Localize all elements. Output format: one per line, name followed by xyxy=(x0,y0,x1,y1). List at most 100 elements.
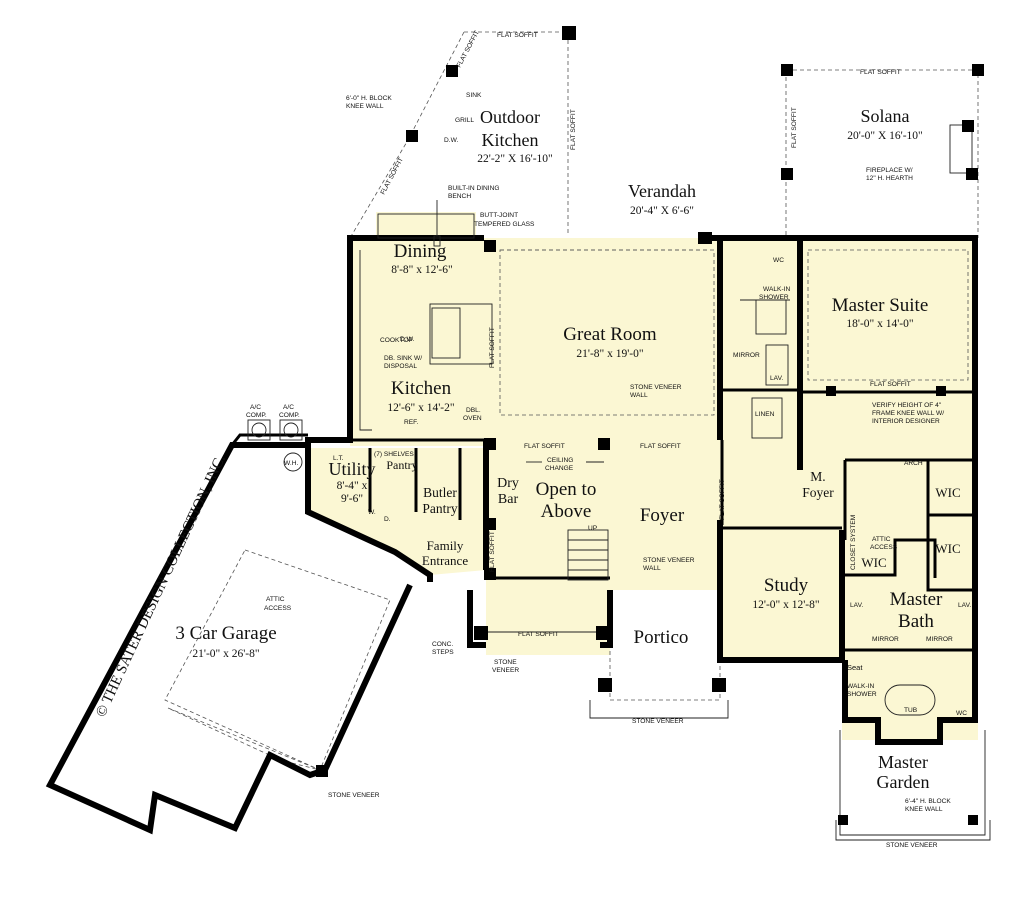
note-arch: ARCH xyxy=(904,460,923,467)
note-fireplace-1: FIREPLACE W/ xyxy=(866,167,913,174)
note-knee-wall-2: KNEE WALL xyxy=(346,103,384,110)
foyer-title: Foyer xyxy=(640,505,685,526)
note-knee-64-1: 6'-4" H. BLOCK xyxy=(905,798,951,805)
solana-label: Solana 20'-0" X 16'-10" xyxy=(847,106,923,142)
note-mirror-3: MIRROR xyxy=(926,636,953,643)
note-attic-2: ACCESS xyxy=(870,544,898,551)
dry-bar-label: Dry Bar xyxy=(497,476,519,507)
note-attic-1: ATTIC xyxy=(872,536,891,543)
note-db-sink-1: DB. SINK W/ xyxy=(384,355,422,362)
study-title: Study xyxy=(764,575,809,596)
note-attic-3: ATTIC xyxy=(266,596,285,603)
note-linen: LINEN xyxy=(755,411,775,418)
note-ref: REF. xyxy=(404,419,418,426)
note-ac-2: COMP. xyxy=(246,412,267,419)
note-fireplace-2: 12" H. HEARTH xyxy=(866,175,913,182)
garage-dim: 21'-0" x 26'-8" xyxy=(192,648,259,660)
note-flat-soffit-7: FLAT SOFFIT xyxy=(456,30,481,69)
note-knee-64-2: KNEE WALL xyxy=(905,806,943,813)
note-flat-soffit-6: FLAT SOFFIT xyxy=(518,631,559,638)
study-dim: 12'-0" x 12'-8" xyxy=(752,599,819,611)
note-shower-2: SHOWER xyxy=(759,294,789,301)
note-db-sink-2: DISPOSAL xyxy=(384,363,417,370)
utility-title: Utility xyxy=(328,459,375,479)
notes: FLAT SOFFIT FLAT SOFFIT FLAT SOFFIT FLAT… xyxy=(246,30,971,849)
wic-3: WIC xyxy=(861,555,886,570)
dining-label: Dining 8'-8" x 12'-6" xyxy=(391,241,452,276)
master-garden-label: Master Garden xyxy=(877,752,930,792)
note-attic-4: ACCESS xyxy=(264,605,292,612)
great-room-dim: 21'-8" x 19'-0" xyxy=(576,348,643,360)
note-flat-soffit-2: FLAT SOFFIT xyxy=(860,69,901,76)
note-knee-wall-1: 6'-0" H. BLOCK xyxy=(346,95,392,102)
great-room-title: Great Room xyxy=(563,324,657,345)
note-bench-2: BENCH xyxy=(448,193,471,200)
note-wh: W.H. xyxy=(284,460,298,467)
family-entrance-2: Entrance xyxy=(422,553,468,568)
note-shower-3: WALK-IN xyxy=(847,683,874,690)
note-flat-soffit-13: FLAT SOFFIT xyxy=(719,479,726,520)
butler-pantry-title-1: Butler xyxy=(423,485,457,500)
note-bench-1: BUILT-IN DINING xyxy=(448,185,500,192)
outdoor-kitchen-title-1: Outdoor xyxy=(480,107,540,127)
note-mirror-1: MIRROR xyxy=(733,352,760,359)
note-shower-1: WALK-IN xyxy=(763,286,790,293)
kitchen-dim: 12'-6" x 14'-2" xyxy=(387,402,454,414)
master-suite-label: Master Suite 18'-0" x 14'-0" xyxy=(832,295,929,330)
master-bath-2: Bath xyxy=(898,611,934,632)
note-flat-soffit-3: FLAT SOFFIT xyxy=(870,381,911,388)
master-bath-1: Master xyxy=(890,589,943,610)
garage-title: 3 Car Garage xyxy=(175,623,276,644)
family-entrance-label: Family Entrance xyxy=(422,538,468,568)
note-stone-wall-1: STONE VENEER xyxy=(630,384,682,391)
note-lav-2: LAV. xyxy=(850,602,863,609)
note-dw: D.W. xyxy=(444,137,458,144)
master-garden-1: Master xyxy=(878,752,928,772)
open-to-above-label: Open to Above xyxy=(536,479,597,522)
dry-bar-title-2: Bar xyxy=(498,492,519,507)
study-label: Study 12'-0" x 12'-8" xyxy=(752,575,819,611)
note-dbl-oven-2: OVEN xyxy=(463,415,482,422)
note-ac-3: A/C xyxy=(283,404,294,411)
dining-title: Dining xyxy=(394,241,447,262)
note-conc-2: STEPS xyxy=(432,649,454,656)
note-mirror-2: MIRROR xyxy=(872,636,899,643)
note-flat-soffit-11: FLAT SOFFIT xyxy=(489,327,496,368)
open-to-above-1: Open to xyxy=(536,479,597,500)
note-tub: TUB xyxy=(904,707,918,714)
note-ac-4: COMP. xyxy=(279,412,300,419)
note-verify-2: FRAME KNEE WALL W/ xyxy=(872,410,944,417)
m-foyer-1: M. xyxy=(810,469,825,484)
portico-title: Portico xyxy=(634,627,689,648)
house-walls xyxy=(305,124,978,745)
note-flat-soffit-4: FLAT SOFFIT xyxy=(524,443,565,450)
utility-dim-1: 8'-4" x xyxy=(337,480,368,492)
note-closet-system: CLOSET SYSTEM xyxy=(850,515,857,570)
note-sink: SINK xyxy=(466,92,482,99)
dry-bar-title-1: Dry xyxy=(497,476,519,491)
note-stone-wall-4: WALL xyxy=(643,565,661,572)
family-entrance-1: Family xyxy=(427,538,464,553)
note-conc-1: CONC. xyxy=(432,641,453,648)
note-kitchen-dw: D.W. xyxy=(400,336,414,343)
verandah-label: Verandah 20'-4" X 6'-6" xyxy=(628,181,696,217)
utility-label: Utility 8'-4" x 9'-6" xyxy=(328,459,375,505)
note-grill: GRILL xyxy=(455,117,474,124)
verandah-dim: 20'-4" X 6'-6" xyxy=(630,205,694,217)
note-butt-joint-2: TEMPERED GLASS xyxy=(474,221,535,228)
pantry-title: Pantry xyxy=(386,458,417,472)
note-stone-wall-2: WALL xyxy=(630,392,648,399)
note-shelves: (7) SHELVES xyxy=(374,451,414,458)
columns xyxy=(316,26,984,825)
note-ac-1: A/C xyxy=(250,404,261,411)
open-to-above-2: Above xyxy=(541,501,592,522)
solana-title: Solana xyxy=(861,106,910,126)
note-stone-veneer-3: STONE VENEER xyxy=(328,792,380,799)
note-butt-joint-1: BUTT-JOINT xyxy=(480,212,518,219)
floor-fills xyxy=(308,212,978,740)
butler-pantry-title-2: Pantry xyxy=(422,501,457,516)
kitchen-title: Kitchen xyxy=(391,378,452,399)
note-cooktop: COOKTOP xyxy=(380,337,413,344)
note-stone-wall-3: STONE VENEER xyxy=(643,557,695,564)
